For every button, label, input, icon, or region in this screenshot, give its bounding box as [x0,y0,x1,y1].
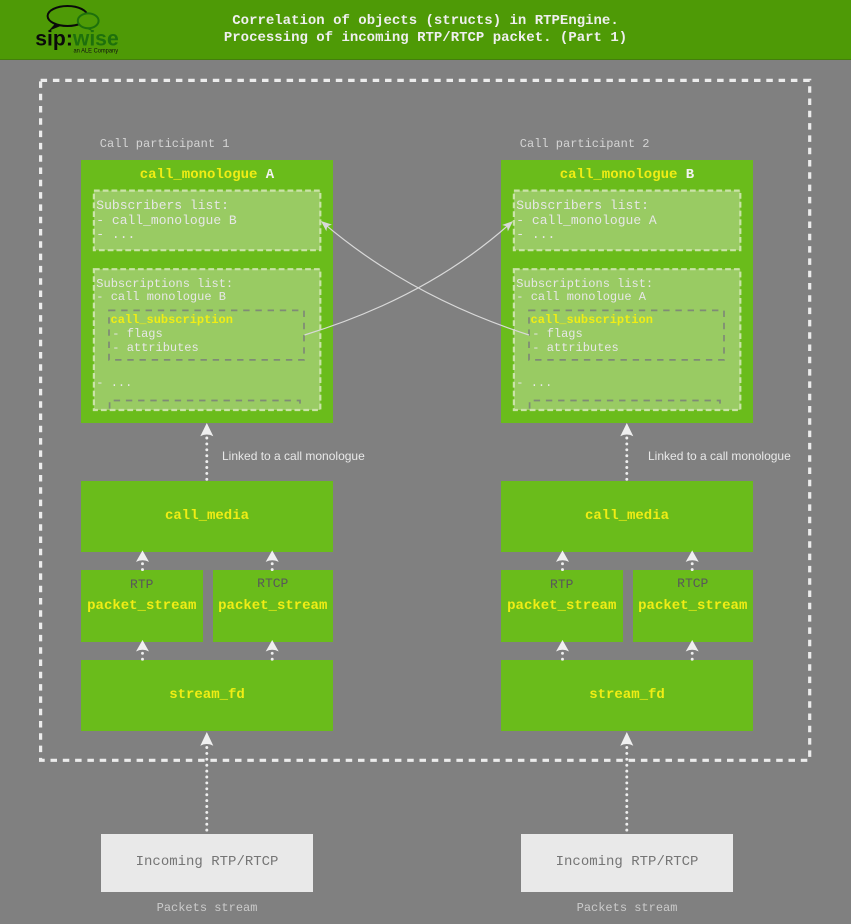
svg-text:sip:wise: sip:wise [35,28,118,51]
svg-text:an ALE Company: an ALE Company [74,47,119,54]
